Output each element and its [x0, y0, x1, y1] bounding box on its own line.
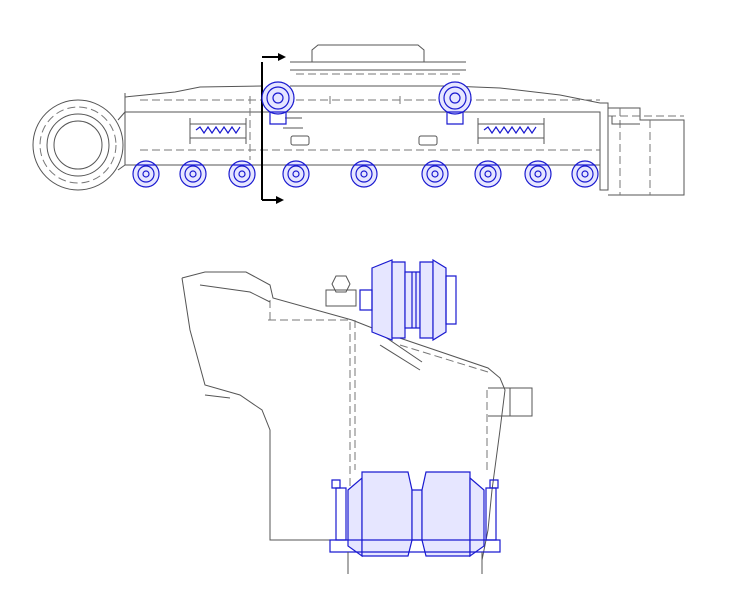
carrier-roller-2 — [438, 81, 472, 125]
track-roller-7 — [474, 160, 502, 188]
track-roller-4 — [282, 160, 310, 188]
frame-slot — [418, 135, 438, 146]
adjuster-spring-right — [477, 118, 545, 144]
section-carrier-roller — [359, 258, 457, 342]
track-roller-6 — [421, 160, 449, 188]
track-roller-2 — [179, 160, 207, 188]
track-roller-3 — [228, 160, 256, 188]
track-roller-8 — [524, 160, 552, 188]
section-side-block — [509, 387, 533, 417]
track-roller-row — [132, 160, 599, 188]
track-frame — [124, 85, 685, 196]
section-track-roller — [329, 471, 501, 574]
top-guard-plate — [311, 44, 425, 62]
carrier-roller-1 — [261, 81, 295, 125]
section-arrow — [261, 53, 286, 204]
track-roller-9 — [571, 160, 599, 188]
track-roller-1 — [132, 160, 160, 188]
adjuster-spring-left — [189, 118, 247, 144]
rear-idler — [32, 99, 126, 191]
track-roller-5 — [350, 160, 378, 188]
frame-slot — [290, 135, 310, 146]
side-view — [32, 44, 685, 204]
section-view — [181, 258, 533, 574]
